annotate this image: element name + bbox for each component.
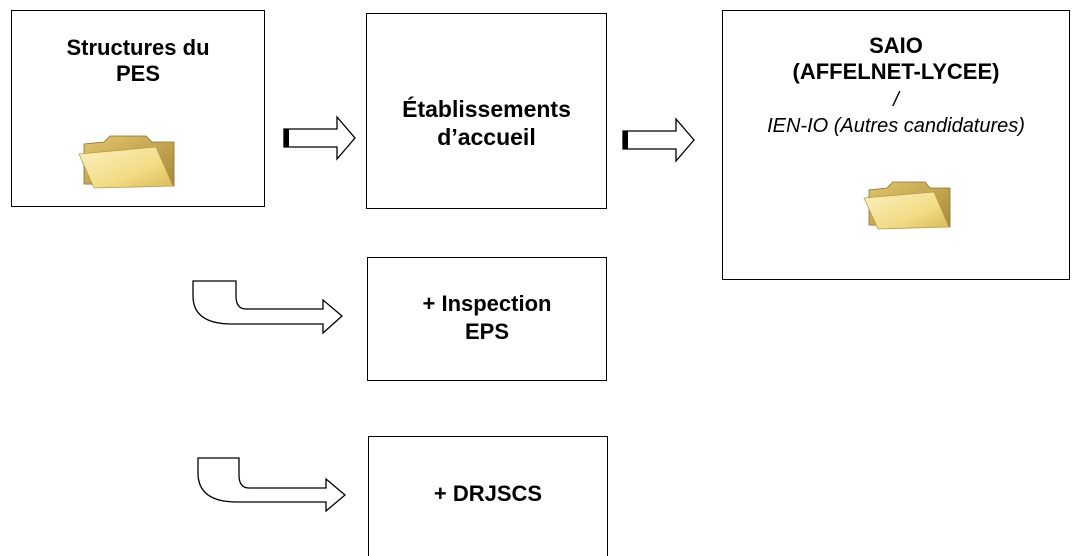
curved-arrow-icon: [192, 280, 343, 335]
curved-arrow-icon: [197, 457, 347, 513]
box-saio-line4: IEN-IO (Autres candidatures): [767, 115, 1025, 137]
box-etablissements-line2: d’accueil: [437, 124, 536, 150]
box-structures-pes-line2: PES: [115, 61, 161, 86]
box-saio-line1: SAIO: [869, 33, 923, 58]
box-inspection-eps-line1: + Inspection: [422, 291, 552, 316]
arrow-right-icon: [283, 115, 356, 161]
box-etablissements-line1: Établissements: [402, 96, 571, 122]
box-structures-pes-line1: Structures du: [66, 35, 210, 60]
box-drjscs-line1: + DRJSCS: [433, 481, 543, 506]
box-saio-line2: (AFFELNET-LYCEE): [792, 59, 1000, 84]
folder-icon: [78, 135, 175, 189]
folder-icon: [863, 181, 951, 230]
box-saio-line3: /: [893, 89, 899, 111]
box-etablissements: Établissements d’accueil: [366, 13, 607, 209]
arrow-right-icon: [622, 117, 695, 163]
box-inspection-eps: + Inspection EPS: [367, 257, 607, 381]
box-inspection-eps-line2: EPS: [464, 319, 510, 344]
box-saio: SAIO (AFFELNET-LYCEE) / IEN-IO (Autres c…: [722, 10, 1070, 280]
box-drjscs: + DRJSCS: [368, 436, 608, 556]
